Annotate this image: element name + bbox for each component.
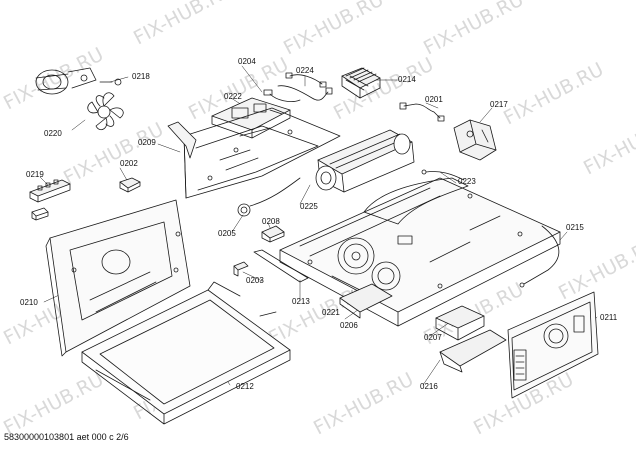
part-label: 0211 bbox=[600, 313, 618, 322]
part-label: 0209 bbox=[138, 138, 156, 147]
part-label: 0213 bbox=[292, 297, 310, 306]
footer-document-id: 58300000103801 aet 000 c 2/6 bbox=[4, 432, 129, 442]
part-label: 0222 bbox=[224, 92, 242, 101]
part-label: 0217 bbox=[490, 100, 508, 109]
part-label: 0202 bbox=[120, 159, 138, 168]
oven-top-panel bbox=[279, 177, 561, 327]
part-label: 0214 bbox=[398, 75, 416, 84]
part-label: 0204 bbox=[238, 57, 256, 66]
tangential-fan-duct bbox=[315, 129, 415, 193]
front-panel-0211 bbox=[507, 291, 599, 399]
duct-0206 bbox=[339, 283, 393, 319]
heating-strip-0213 bbox=[253, 249, 309, 283]
part-label: 0207 bbox=[424, 333, 442, 342]
fan-blade-0220 bbox=[87, 92, 124, 131]
cable-0204 bbox=[263, 85, 333, 102]
part-label: 0201 bbox=[425, 95, 443, 104]
side-panel-0210 bbox=[45, 199, 191, 357]
heatsink-0214 bbox=[341, 67, 381, 99]
part-label: 0206 bbox=[340, 321, 358, 330]
trim-0216 bbox=[439, 329, 507, 373]
part-label: 0225 bbox=[300, 202, 318, 211]
mounting-plate-0209 bbox=[167, 107, 341, 199]
bracket-0217 bbox=[453, 119, 497, 161]
part-label: 0215 bbox=[566, 223, 584, 232]
part-label: 0203 bbox=[246, 276, 264, 285]
switch-0202 bbox=[119, 177, 141, 193]
part-label: 0223 bbox=[458, 177, 476, 186]
part-label: 0212 bbox=[236, 382, 254, 391]
wire-0223 bbox=[421, 169, 465, 181]
control-board-0222 bbox=[211, 97, 291, 139]
part-label: 0221 bbox=[322, 308, 340, 317]
sensor-bracket-0203 bbox=[233, 261, 249, 277]
terminal-block-0219 bbox=[29, 179, 71, 221]
part-label: 0210 bbox=[20, 298, 38, 307]
module-box-0207 bbox=[435, 305, 485, 341]
wire-0224 bbox=[285, 72, 327, 88]
rod-0215 bbox=[519, 225, 560, 288]
thermostat-0208 bbox=[261, 225, 285, 243]
base-frame-0212 bbox=[81, 281, 291, 425]
sensor-0201 bbox=[399, 102, 445, 122]
part-label: 0219 bbox=[26, 170, 44, 179]
part-label: 0218 bbox=[132, 72, 150, 81]
part-label: 0205 bbox=[218, 229, 236, 238]
part-label: 0208 bbox=[262, 217, 280, 226]
part-label: 0216 bbox=[420, 382, 438, 391]
part-label: 0220 bbox=[44, 129, 62, 138]
part-label: 0224 bbox=[296, 66, 314, 75]
fan-motor-0218 bbox=[35, 67, 122, 95]
wire-0205 bbox=[237, 177, 301, 217]
